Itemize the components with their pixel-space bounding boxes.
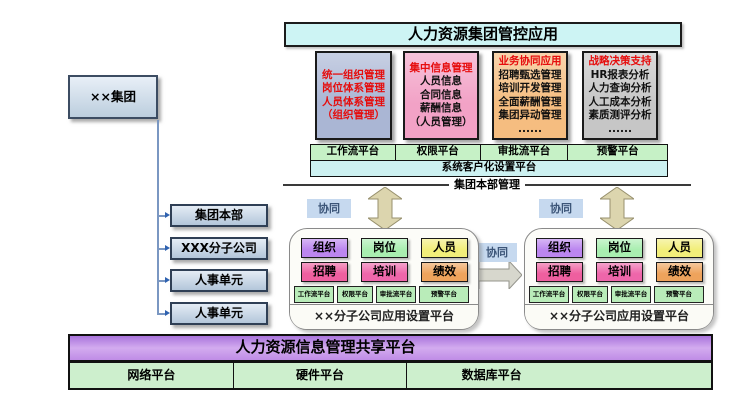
system-customization-bar: 系统客户化设置平台 xyxy=(310,159,668,177)
org-unit-box: 人事单元 xyxy=(170,269,268,292)
app-box-line: 培训开发管理 xyxy=(498,82,562,94)
group-platform-cell: 预警平台 xyxy=(419,286,469,303)
infrastructure-row: 网络平台硬件平台数据库平台 xyxy=(68,361,713,390)
group-root-box: ××集团 xyxy=(68,75,158,119)
double-arrow-vertical-icon xyxy=(598,186,636,231)
app-box-title-line: 人员体系管理 xyxy=(322,95,385,108)
module-box: 绩效 xyxy=(656,262,703,282)
module-box: 招聘 xyxy=(536,262,583,282)
collab-arrow-vertical-right xyxy=(598,186,636,231)
group-platform-cell: 权限平台 xyxy=(572,286,608,303)
org-branch-line xyxy=(157,313,166,315)
app-box-line: （人员管理） xyxy=(409,115,473,128)
platform-cell: 工作流平台 xyxy=(311,145,396,160)
group-platform-cell: 工作流平台 xyxy=(294,286,334,303)
app-box-line: 人力查询分析 xyxy=(588,82,652,94)
org-unit-box: 人事单元 xyxy=(170,302,268,325)
branch-group-left: 组织岗位人员招聘培训绩效工作流平台权限平台审批流平台预警平台××分子公司应用设置… xyxy=(289,228,479,330)
app-box-line: 招聘甄选管理 xyxy=(498,68,562,81)
org-unit-box: XXX分子公司 xyxy=(170,237,268,260)
platform-row: 工作流平台权限平台审批流平台预警平台 xyxy=(310,144,668,161)
collab-label-left: 协同 xyxy=(307,199,351,218)
module-box: 招聘 xyxy=(301,262,348,282)
org-branch-arrowhead xyxy=(165,310,170,316)
infra-cell: 网络平台 xyxy=(70,363,234,388)
app-box-title-line: 集中信息管理 xyxy=(409,61,473,74)
app-box-line: ...... xyxy=(518,122,542,135)
app-box-title-line: （组织管理） xyxy=(322,109,385,121)
module-box: 组织 xyxy=(536,238,583,258)
collab-arrow-vertical-left xyxy=(366,186,404,231)
shared-platform-bar: 人力资源信息管理共享平台 xyxy=(68,334,713,362)
app-box-line: 全面薪酬管理 xyxy=(498,95,562,108)
module-box: 组织 xyxy=(301,238,348,258)
branch-group-right: 组织岗位人员招聘培训绩效工作流平台权限平台审批流平台预警平台××分子公司应用设置… xyxy=(524,228,714,330)
app-box-title-line: 岗位体系管理 xyxy=(322,82,385,94)
app-box-title-line: 业务协同应用 xyxy=(498,55,562,67)
module-box: 岗位 xyxy=(596,238,643,258)
hq-management-divider: 集团本部管理 xyxy=(283,177,691,192)
app-box-line: 人工成本分析 xyxy=(588,95,652,108)
org-branch-line xyxy=(157,280,166,282)
group-platform-cell: 审批流平台 xyxy=(376,286,416,303)
app-box-1: 统一组织管理岗位体系管理人员体系管理（组织管理） xyxy=(315,51,392,140)
infra-cell: 硬件平台 xyxy=(233,363,408,388)
diagram-title: 人力资源集团管控应用 xyxy=(284,22,682,47)
group-platform-row: 工作流平台权限平台审批流平台预警平台 xyxy=(529,286,709,303)
app-box-3: 业务协同应用招聘甄选管理培训开发管理全面薪酬管理集团异动管理...... xyxy=(492,51,568,140)
infra-cell: 数据库平台 xyxy=(407,363,711,388)
org-branch-arrowhead xyxy=(165,212,170,218)
app-box-line: HR报表分析 xyxy=(590,68,650,81)
group-platform-cell: 工作流平台 xyxy=(529,286,569,303)
app-box-line: 集团异动管理 xyxy=(498,109,562,121)
group-platform-cell: 权限平台 xyxy=(337,286,373,303)
platform-cell: 预警平台 xyxy=(568,145,667,160)
app-box-line: 人员信息 xyxy=(420,75,462,88)
org-branch-arrowhead xyxy=(165,277,170,283)
app-box-title-line: 统一组织管理 xyxy=(322,68,385,81)
platform-cell: 审批流平台 xyxy=(480,145,569,160)
group-platform-cell: 预警平台 xyxy=(654,286,704,303)
module-box: 人员 xyxy=(656,238,703,258)
org-connector-line xyxy=(157,120,159,315)
app-box-title-line: 战略决策支持 xyxy=(588,55,652,67)
module-box: 培训 xyxy=(361,262,408,282)
module-box: 绩效 xyxy=(421,262,468,282)
collab-label-middle: 协同 xyxy=(477,243,517,262)
module-box: 岗位 xyxy=(361,238,408,258)
group-footer-label: ××分子公司应用设置平台 xyxy=(525,304,713,329)
double-arrow-vertical-icon xyxy=(366,186,404,231)
module-box: 人员 xyxy=(421,238,468,258)
hq-management-label: 集团本部管理 xyxy=(449,177,525,192)
org-branch-arrowhead xyxy=(165,245,170,251)
org-branch-line xyxy=(157,248,166,250)
org-unit-box: 集团本部 xyxy=(170,204,268,227)
app-box-line: 合同信息 xyxy=(420,88,462,101)
platform-cell: 权限平台 xyxy=(395,145,481,160)
org-branch-line xyxy=(157,215,166,217)
group-platform-cell: 审批流平台 xyxy=(611,286,651,303)
app-box-2: 集中信息管理人员信息合同信息薪酬信息（人员管理） xyxy=(403,51,479,140)
app-box-line: 素质测评分析 xyxy=(588,109,652,121)
collab-label-right: 协同 xyxy=(539,199,583,218)
group-platform-row: 工作流平台权限平台审批流平台预警平台 xyxy=(294,286,474,303)
app-box-line: 薪酬信息 xyxy=(420,102,462,115)
app-box-line: ...... xyxy=(608,122,632,135)
module-box: 培训 xyxy=(596,262,643,282)
group-footer-label: ××分子公司应用设置平台 xyxy=(290,304,478,329)
